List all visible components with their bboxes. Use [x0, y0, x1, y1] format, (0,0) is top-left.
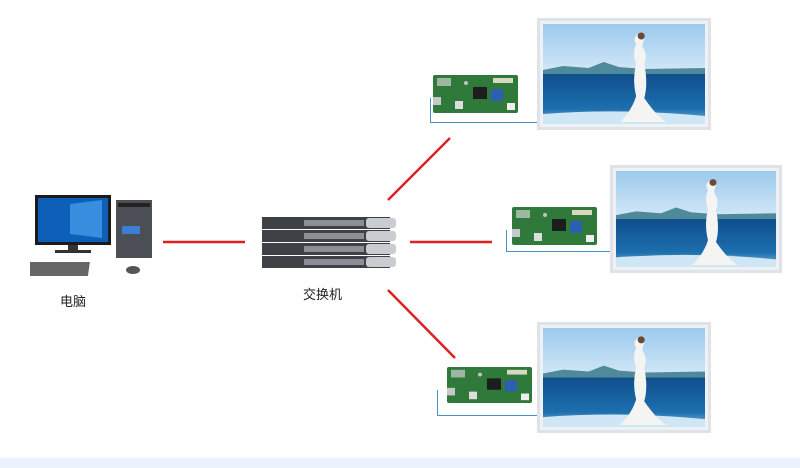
switch-label: 交换机: [303, 288, 343, 303]
bottom-strip: [0, 458, 800, 468]
network-switch-icon: [262, 217, 396, 268]
screen-image: [543, 328, 705, 427]
screen-image: [543, 24, 705, 124]
screen-image: [616, 171, 776, 267]
computer-label: 电脑: [60, 295, 87, 310]
led-controller-card-icon: [512, 207, 597, 245]
led-controller-card-icon: [447, 367, 532, 403]
led-controller-card-icon: [433, 75, 518, 113]
led-display-screen-top: [537, 18, 711, 130]
led-display-screen-bottom: [537, 322, 711, 433]
led-display-screen-middle: [610, 165, 782, 273]
cable-bottom: [437, 390, 538, 416]
desktop-computer-icon: [30, 195, 152, 276]
link-switch-top: [387, 137, 451, 201]
link-switch-bottom: [387, 289, 456, 359]
cable-middle: [506, 230, 611, 252]
cable-top: [430, 98, 538, 123]
